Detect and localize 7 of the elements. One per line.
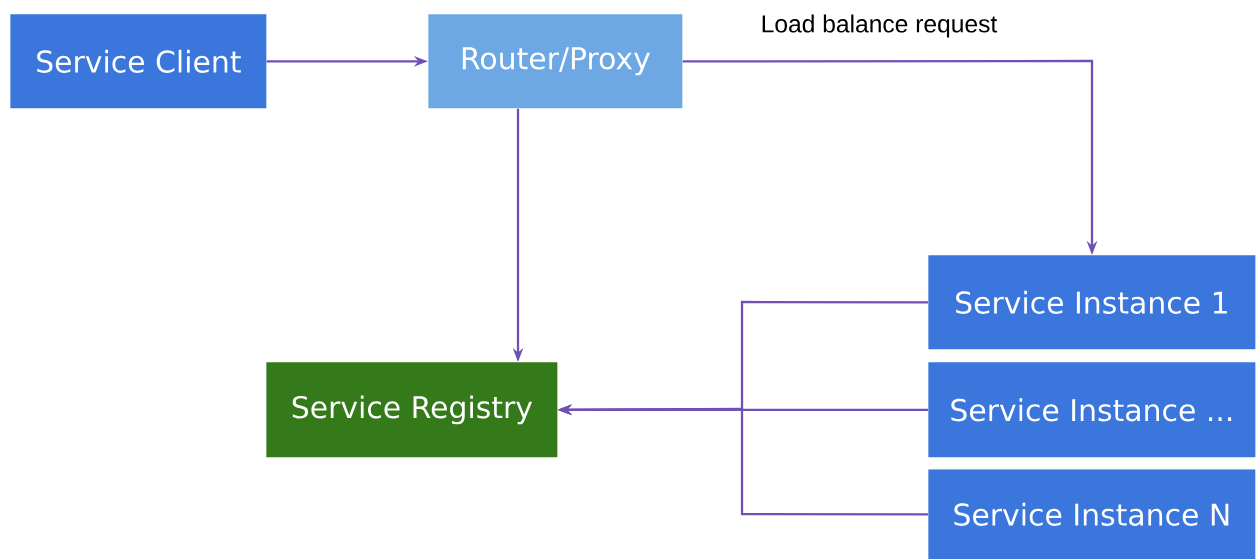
process-box: Router/Proxy [428,14,683,109]
process-box: Service Instance 1 [928,255,1256,350]
process-box: Service Client [10,14,267,109]
edge-label: Load balance request [758,12,1000,40]
process-box: Service Instance N [928,469,1256,559]
registry-box: Service Registry [266,362,558,458]
process-box: Service Instance ... [928,362,1256,458]
